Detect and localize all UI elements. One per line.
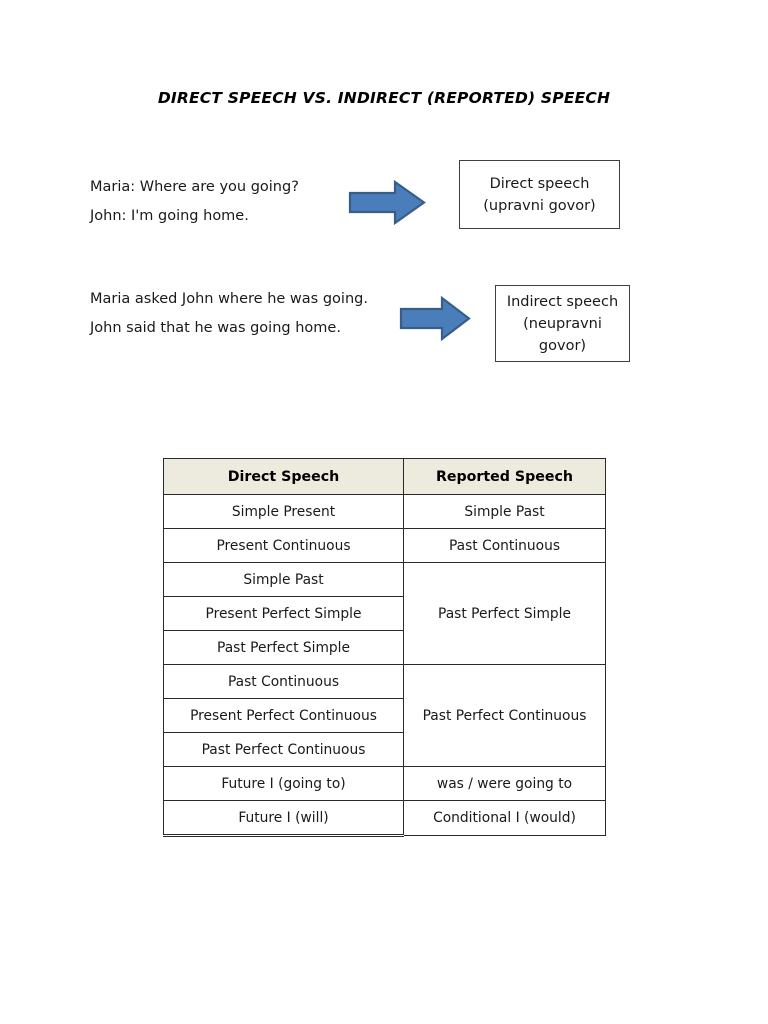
table-row: Past Perfect Simple [163, 630, 606, 665]
table-body: Simple Present Simple Past Present Conti… [163, 494, 606, 837]
cell-direct: Past Perfect Continuous [163, 732, 404, 767]
cell-direct: Past Perfect Simple [163, 630, 404, 665]
label-box-line: Direct speech [489, 175, 590, 192]
cell-reported-merged: Past Perfect Continuous [403, 664, 606, 767]
cell-direct: Past Continuous [163, 664, 404, 699]
cell-direct: Present Continuous [163, 528, 404, 563]
right-arrow-icon [348, 179, 426, 229]
table-row: Past Continuous Past Perfect Continuous [163, 664, 606, 767]
speech-line: John said that he was going home. [90, 320, 341, 336]
table-row: Present Continuous Past Continuous [163, 528, 606, 563]
table-row: Simple Past Past Perfect Simple [163, 562, 606, 665]
cell-direct: Future I (will) [163, 800, 404, 837]
column-header-direct-speech: Direct Speech [163, 458, 404, 495]
column-header-reported-speech: Reported Speech [403, 458, 606, 495]
label-box-indirect-speech: Indirect speech (neupravni govor) [495, 285, 630, 362]
speech-line: Maria: Where are you going? [90, 179, 299, 195]
table-row: Past Perfect Continuous [163, 732, 606, 767]
cell-direct: Present Perfect Simple [163, 596, 404, 631]
right-arrow-icon [399, 295, 471, 345]
cell-direct: Simple Present [163, 494, 404, 529]
table-header-row: Direct Speech Reported Speech [163, 458, 606, 495]
label-box-line: (neupravni [523, 315, 602, 332]
example-block-direct: Maria: Where are you going? John: I'm go… [90, 173, 299, 231]
label-box-line: Indirect speech [506, 293, 619, 310]
speech-line: Maria asked John where he was going. [90, 291, 368, 307]
tense-conversion-table: Direct Speech Reported Speech Simple Pre… [163, 458, 606, 837]
table-row: Simple Present Simple Past [163, 494, 606, 529]
page-title: DIRECT SPEECH VS. INDIRECT (REPORTED) SP… [157, 89, 611, 107]
cell-reported: Simple Past [403, 494, 606, 529]
cell-direct: Simple Past [163, 562, 404, 597]
table-row: Future I (going to) was / were going to [163, 766, 606, 801]
cell-reported: was / were going to [403, 766, 606, 801]
cell-reported-merged: Past Perfect Simple [403, 562, 606, 665]
label-box-line: (upravni govor) [483, 197, 596, 214]
example-block-indirect: Maria asked John where he was going. Joh… [90, 285, 368, 343]
table-row: Future I (will) Conditional I (would) [163, 800, 606, 837]
cell-direct: Future I (going to) [163, 766, 404, 801]
label-box-line: govor) [538, 337, 587, 354]
cell-direct: Present Perfect Continuous [163, 698, 404, 733]
label-box-direct-speech: Direct speech (upravni govor) [459, 160, 620, 229]
cell-reported: Past Continuous [403, 528, 606, 563]
table-row: Present Perfect Simple [163, 596, 606, 631]
speech-line: John: I'm going home. [90, 208, 249, 224]
cell-reported: Conditional I (would) [403, 800, 606, 836]
